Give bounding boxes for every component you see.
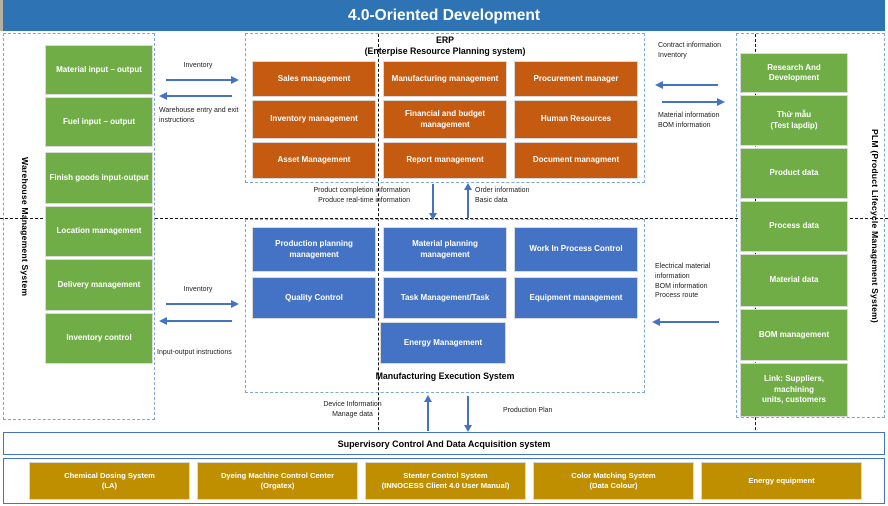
mes-module: Work In Process Control xyxy=(514,227,638,272)
wms-module: Material input – output xyxy=(45,45,153,95)
plm-module: Link: Suppliers, machining units, custom… xyxy=(740,363,848,417)
erp-module: Report management xyxy=(383,142,507,179)
arrow-right-icon xyxy=(166,76,239,84)
erp-module: Financial and budget management xyxy=(383,100,507,139)
erp-module: Human Resources xyxy=(514,100,638,139)
arrow-left-icon xyxy=(652,318,719,326)
erp-module: Asset Management xyxy=(252,142,376,179)
mes-frame xyxy=(245,219,645,393)
plm-module: Thử mẫu (Test lapdip) xyxy=(740,95,848,146)
mes-scada-flow-label: Device Information Manage data xyxy=(323,401,382,418)
wms-frame xyxy=(3,33,155,420)
erp-title: ERP xyxy=(435,35,455,45)
plm-module: BOM management xyxy=(740,309,848,361)
device-box: Energy equipment xyxy=(701,462,862,500)
device-box: Stenter Control System (INNOCESS Client … xyxy=(365,462,526,500)
arrow-left-icon xyxy=(655,81,718,89)
mes-plm-flow-label: Electrical material information BOM info… xyxy=(655,263,711,300)
arrow-down-icon xyxy=(429,184,437,220)
field-devices-container: Chemical Dosing System (LA) Dyeing Machi… xyxy=(3,458,885,504)
device-box: Dyeing Machine Control Center (Orgatex) xyxy=(197,462,358,500)
arrow-left-icon xyxy=(159,92,232,100)
mes-energy-module: Energy Management xyxy=(380,322,506,364)
erp-mes-flow-label: Product completion information Produce r… xyxy=(313,187,411,204)
arrow-left-icon xyxy=(159,317,232,325)
mes-title: Manufacturing Execution System xyxy=(375,371,515,381)
diagram-title: 4.0-Oriented Development xyxy=(347,6,541,24)
erp-subtitle: (Enterpise Resource Planning system) xyxy=(364,46,526,56)
arrow-right-icon xyxy=(662,98,725,106)
plm-module: Material data xyxy=(740,254,848,307)
arrow-right-icon xyxy=(166,300,239,308)
wms-system-label: Warehouse Management System xyxy=(20,156,30,297)
wms-module: Inventory control xyxy=(45,313,153,364)
wms-mes-flow-label: Inventory xyxy=(183,286,213,293)
erp-module: Sales management xyxy=(252,61,376,97)
scada-title: Supervisory Control And Data Acquisition… xyxy=(337,438,551,449)
mes-module: Equipment management xyxy=(514,277,638,319)
device-box: Chemical Dosing System (LA) xyxy=(29,462,190,500)
arrow-up-icon xyxy=(424,395,432,431)
scada-bar: Supervisory Control And Data Acquisition… xyxy=(3,432,885,455)
erp-frame xyxy=(245,33,645,183)
erp-mes-flow-label: Order information Basic data xyxy=(475,187,530,204)
erp-module: Inventory management xyxy=(252,100,376,139)
left-vertical-dashed-line xyxy=(378,34,379,455)
plm-module: Process data xyxy=(740,201,848,252)
mes-module: Production planning management xyxy=(252,227,376,272)
erp-grid: Sales management Manufacturing managemen… xyxy=(252,61,638,179)
wms-mes-flow-label: Input-output instructions xyxy=(157,349,232,356)
title-banner: 4.0-Oriented Development xyxy=(3,0,885,31)
mes-scada-flow-label: Production Plan xyxy=(503,407,553,414)
mes-module: Quality Control xyxy=(252,277,376,319)
wms-module: Location management xyxy=(45,206,153,257)
plm-system-label: PLM (Product Lifecycle Management System… xyxy=(870,128,880,323)
plm-frame xyxy=(736,33,885,418)
plm-module: Research And Development xyxy=(740,53,848,93)
erp-module: Procurement manager xyxy=(514,61,638,97)
mes-module: Material planning management xyxy=(383,227,507,272)
banner-left-edge xyxy=(0,0,3,31)
wms-erp-flow-label: Inventory xyxy=(183,62,213,69)
wms-module: Fuel input – output xyxy=(45,97,153,147)
mes-grid: Production planning management Material … xyxy=(252,227,638,319)
erp-module: Document managment xyxy=(514,142,638,179)
horizontal-divider-dashed-line xyxy=(0,218,888,219)
wms-module: Delivery management xyxy=(45,259,153,311)
erp-module: Manufacturing management xyxy=(383,61,507,97)
erp-plm-flow-label: Contract information Inventory xyxy=(658,42,722,59)
plm-module: Product data xyxy=(740,148,848,199)
wms-erp-flow-label: Warehouse entry and exit instructions xyxy=(159,107,239,124)
erp-plm-flow-label: Material information BOM information xyxy=(658,112,720,129)
mes-module: Task Management/Task xyxy=(383,277,507,319)
arrow-down-icon xyxy=(464,396,472,432)
arrow-up-icon xyxy=(464,183,472,218)
wms-module: Finish goods input-output xyxy=(45,152,153,204)
device-box: Color Matching System (Data Colour) xyxy=(533,462,694,500)
